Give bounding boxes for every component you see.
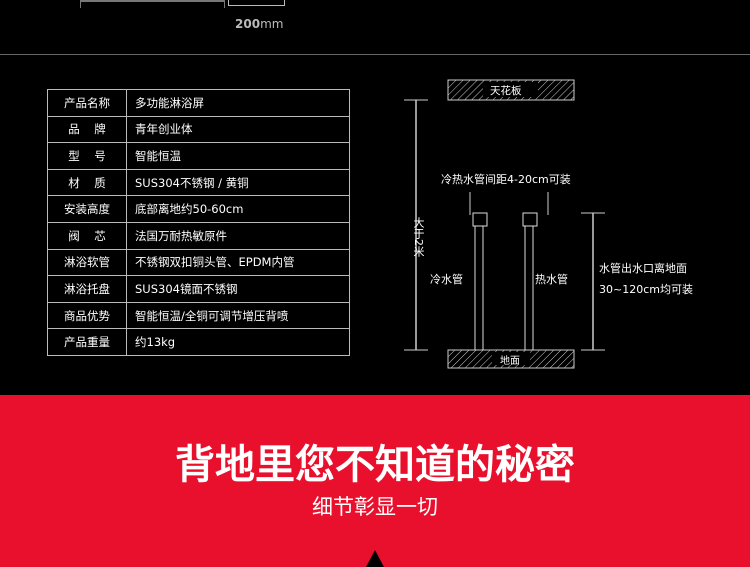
spec-key: 产品名称: [47, 89, 127, 117]
dimension-tick-right: [224, 0, 225, 8]
spec-row: 型 号智能恒温: [47, 142, 350, 170]
banner-subtitle: 细节彰显一切: [312, 495, 438, 519]
outlet-note-line1: 水管出水口离地面: [599, 262, 687, 275]
spec-value: 智能恒温: [126, 142, 350, 170]
hot-pipe-head: [522, 212, 538, 227]
spec-row: 阀 芯法国万耐热敏原件: [47, 221, 350, 250]
spec-row: 安装高度底部离地约50-60cm: [47, 195, 350, 223]
spec-row: 淋浴软管不锈钢双扣铜头管、EPDM内管: [47, 248, 350, 277]
floor-label: 地面: [500, 356, 520, 367]
spec-value: SUS304镜面不锈钢: [126, 275, 350, 303]
spec-key: 产品重量: [47, 328, 127, 356]
cold-pipe-head: [472, 212, 488, 227]
spec-key: 阀 芯: [47, 221, 127, 250]
height-label: 大于2米: [412, 217, 425, 257]
product-outline-bottom: [228, 0, 285, 6]
spec-value: 约13kg: [126, 328, 350, 356]
banner-notch: [366, 550, 384, 567]
top-dimension-strip: 200mm: [0, 0, 750, 55]
spec-value: 智能恒温/全铜可调节增压背喷: [126, 301, 350, 330]
floor-label-bg: [492, 352, 530, 365]
spec-key: 材 质: [47, 168, 127, 197]
outlet-note-line2: 30~120cm均可装: [599, 283, 693, 296]
dimension-label: 200mm: [235, 17, 284, 31]
dimension-line: [80, 0, 225, 2]
diagram-drawing: [404, 79, 605, 369]
installation-diagram: 天花板 地面 大于2米 冷热水管间距4-20cm可装 冷水管 热水管 水管出水口…: [0, 55, 750, 395]
ceiling-label-bg: [483, 82, 538, 97]
secret-banner: 背地里您不知道的秘密 细节彰显一切: [0, 395, 750, 567]
spec-key: 商品优势: [47, 301, 127, 330]
spec-key: 淋浴托盘: [47, 275, 127, 303]
cold-pipe-label: 冷水管: [430, 273, 463, 286]
spec-row: 产品重量约13kg: [47, 328, 350, 356]
spec-key: 型 号: [47, 142, 127, 170]
spec-value: SUS304不锈钢 / 黄铜: [126, 168, 350, 197]
banner-title: 背地里您不知道的秘密: [175, 442, 575, 488]
spec-row: 产品名称多功能淋浴屏: [47, 89, 350, 117]
spec-value: 多功能淋浴屏: [126, 89, 350, 117]
spec-value: 不锈钢双扣铜头管、EPDM内管: [126, 248, 350, 277]
dimension-tick-left: [80, 0, 81, 8]
spec-key: 淋浴软管: [47, 248, 127, 277]
pipe-spacing-label: 冷热水管间距4-20cm可装: [441, 173, 571, 186]
hot-pipe-label: 热水管: [535, 273, 568, 286]
section-divider: [0, 54, 750, 55]
ceiling-label: 天花板: [490, 85, 522, 97]
spec-row: 品 牌青年创业体: [47, 115, 350, 144]
spec-row: 商品优势智能恒温/全铜可调节增压背喷: [47, 301, 350, 330]
